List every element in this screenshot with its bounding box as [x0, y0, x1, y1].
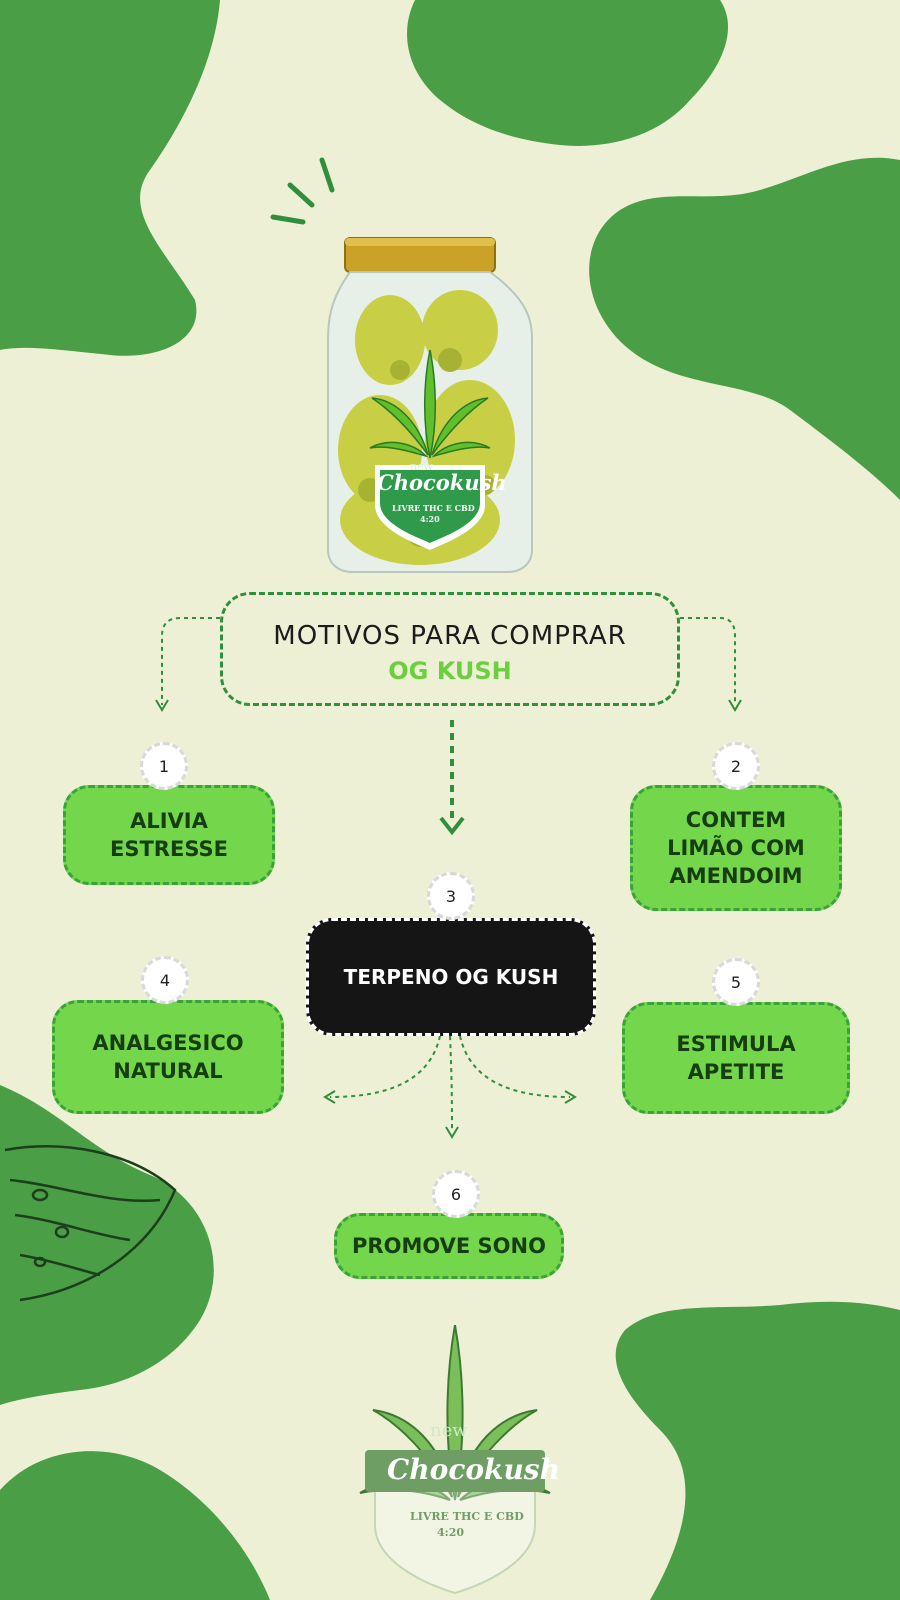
connector-lines — [161, 617, 736, 1133]
blob-top-center — [407, 0, 729, 146]
reason-badge-2: 2 — [712, 742, 760, 790]
arrowheads — [155, 699, 742, 1139]
reason-badge-5: 5 — [712, 958, 760, 1006]
reason-node-2-label: CONTEM LIMÃO COM AMENDOIM — [667, 808, 805, 888]
blob-bottom-left-lower — [0, 1451, 270, 1600]
reason-badge-3: 3 — [427, 872, 475, 920]
reason-node-5: ESTIMULA APETITE — [622, 1002, 850, 1114]
footer-logo-brand: Chocokush — [387, 1453, 560, 1486]
jar-label-code: 4:20 — [420, 514, 440, 524]
footer-logo-code: 4:20 — [437, 1526, 465, 1539]
reason-node-6: PROMOVE SONO — [334, 1213, 564, 1279]
footer-logo-tagline: LIVRE THC E CBD — [410, 1510, 524, 1523]
cannabis-leaf-icon — [369, 349, 491, 459]
jar-label-brand: Chocokush — [377, 470, 507, 495]
blob-top-left — [0, 0, 220, 356]
reason-node-2: CONTEM LIMÃO COM AMENDOIM — [630, 785, 842, 911]
reason-node-4: ANALGESICO NATURAL — [52, 1000, 284, 1114]
reason-badge-4: 4 — [141, 956, 189, 1004]
blob-bottom-right — [615, 1301, 900, 1600]
title-line-2: OG KUSH — [388, 657, 512, 685]
jar-label-tagline: LIVRE THC E CBD — [392, 503, 475, 513]
blob-right — [589, 157, 900, 500]
title-box: MOTIVOS PARA COMPRAR OG KUSH — [220, 592, 680, 706]
reason-node-1: ALIVIA ESTRESSE — [63, 785, 275, 885]
product-jar-image — [327, 237, 533, 573]
monstera-leaf-outline — [4, 1145, 177, 1302]
reason-node-1-label: ALIVIA ESTRESSE — [110, 809, 228, 861]
reason-node-4-label: ANALGESICO NATURAL — [92, 1031, 244, 1083]
reason-node-3-label: TERPENO OG KUSH — [343, 965, 559, 989]
reason-badge-6: 6 — [432, 1170, 480, 1218]
blob-bottom-left — [0, 1085, 214, 1405]
reason-badge-1: 1 — [140, 742, 188, 790]
reason-node-5-label: ESTIMULA APETITE — [676, 1032, 796, 1084]
footer-logo-prefix: new — [430, 1420, 468, 1441]
jar-label-prefix: new — [410, 460, 434, 473]
footer-brand-logo — [359, 1325, 551, 1595]
sparkle-lines — [270, 157, 335, 225]
reason-node-6-label: PROMOVE SONO — [352, 1234, 546, 1258]
reason-node-3: TERPENO OG KUSH — [306, 918, 596, 1036]
jar-label-logo — [369, 349, 491, 550]
title-line-1: MOTIVOS PARA COMPRAR — [273, 621, 627, 651]
